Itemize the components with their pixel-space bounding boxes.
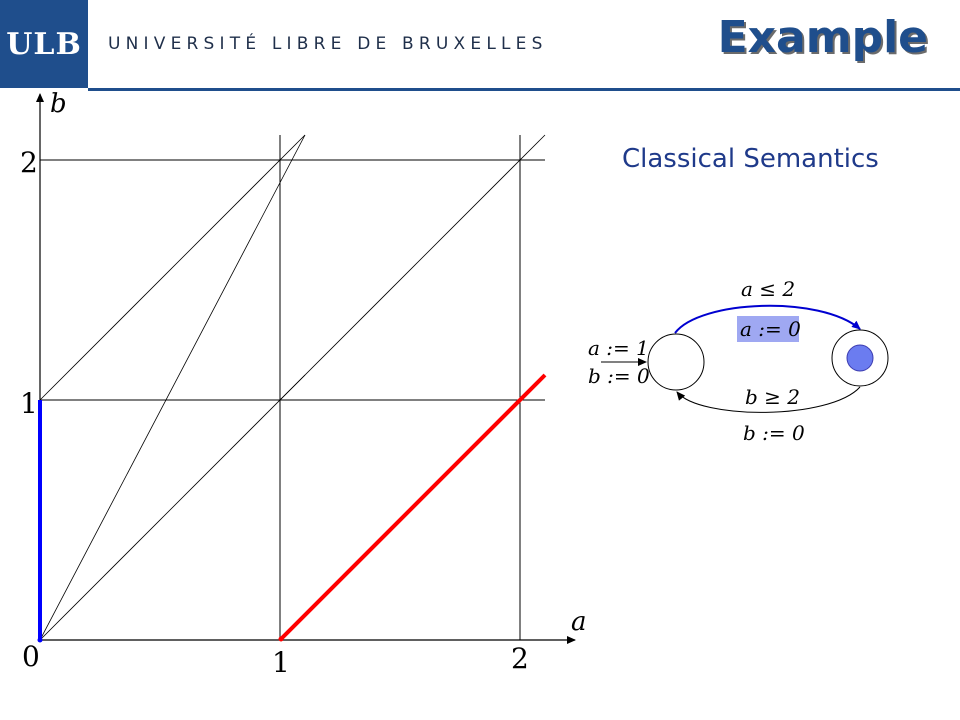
red-segment-start: [278, 636, 284, 642]
y-axis-label: b: [50, 89, 67, 119]
diagonal-line-1: [39, 134, 306, 641]
y-tick-1: 1: [20, 387, 38, 420]
ulb-logo: ULB: [0, 0, 88, 88]
y-tick-2: 2: [20, 146, 38, 179]
x-tick-0: 0: [22, 640, 40, 673]
red-segment: [278, 373, 547, 642]
blue-segment-start: [37, 637, 43, 643]
x-axis-label: a: [571, 607, 587, 637]
slide-title: Example: [717, 12, 928, 63]
edge-bottom-guard: b ≥ 2: [745, 385, 800, 409]
init-reset-b: b := 0: [588, 364, 650, 388]
region-plot: b a 0 1 2 1 2: [20, 89, 587, 679]
state-target-token: [846, 344, 874, 372]
header-divider: [88, 88, 960, 91]
x-tick-2: 2: [511, 642, 529, 675]
diagonal-line-2: [39, 134, 306, 401]
automaton: a := 1 b := 0 a ≤ 2 a := 0 b ≥ 2 b := 0: [588, 277, 889, 445]
edge-bottom: [676, 386, 861, 413]
edge-bottom-reset: b := 0: [743, 421, 805, 445]
edge-top: [674, 304, 861, 334]
university-name: UNIVERSITÉ LIBRE DE BRUXELLES: [108, 34, 548, 54]
edge-top-reset: a := 0: [740, 317, 801, 341]
init-reset-a: a := 1: [588, 336, 649, 360]
diagonal-line-4: [39, 374, 306, 641]
x-tick-1: 1: [272, 646, 290, 679]
diagonal-line-3: [279, 134, 546, 401]
subtitle: Classical Semantics: [622, 144, 879, 174]
edge-top-guard: a ≤ 2: [741, 277, 795, 301]
logo-text: ULB: [6, 26, 82, 62]
state-initial: [647, 333, 705, 391]
reset-highlight: [737, 316, 799, 342]
